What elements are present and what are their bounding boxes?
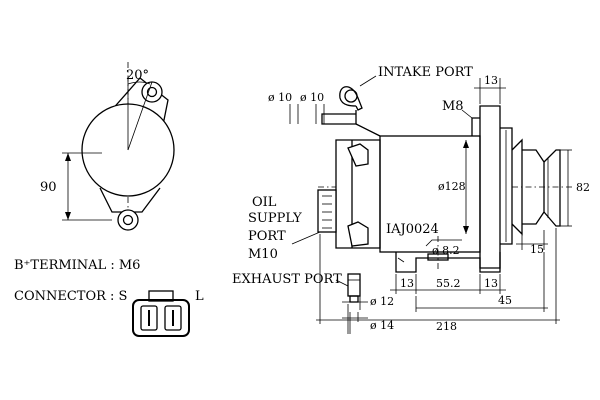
dim-d10-b: ø 10 [300,91,324,104]
lower-bolt-boss [117,209,139,231]
dim-d128: ø128 [438,180,466,193]
dim-218: 218 [436,320,457,333]
exhaust-port-label: EXHAUST PORT [232,272,342,287]
thread-label: M8 [442,99,464,114]
dim-d14: ø 14 [370,319,394,332]
oil-label-1: OIL [252,195,277,210]
angle-label: 20° [126,68,149,83]
upper-bolt-hole [146,86,158,98]
side-view [317,86,574,303]
dim-d12: ø 12 [370,295,394,308]
dim-82: 82 [576,181,590,194]
oil-label-4: M10 [248,247,278,262]
connector-l-label: L [195,289,204,304]
dim-d82-hole: ø 8.2 [432,244,460,257]
dim-d10-a: ø 10 [268,91,292,104]
dim-bot-552: 55.2 [436,277,461,290]
connector-spec: CONNECTOR : S [14,289,127,304]
intake-port-label: INTAKE PORT [378,65,473,80]
lower-bolt-hole [122,214,134,226]
oil-label-2: SUPPLY [248,211,302,226]
dim-45: 45 [498,294,512,307]
dim-top-13: 13 [484,74,498,87]
connector-icon [132,290,190,337]
height-dimension: 90 [40,180,57,195]
part-number: IAJ0024 [386,222,439,237]
end-view: 20° 90 [40,62,175,232]
dim-15: 15 [530,243,544,256]
dim-bot-13-left: 13 [400,277,414,290]
upper-bolt-boss [141,81,163,103]
oil-label-3: PORT [248,229,286,244]
dim-bot-13-right: 13 [484,277,498,290]
b-terminal-spec: B⁺TERMINAL : M6 [14,258,140,273]
